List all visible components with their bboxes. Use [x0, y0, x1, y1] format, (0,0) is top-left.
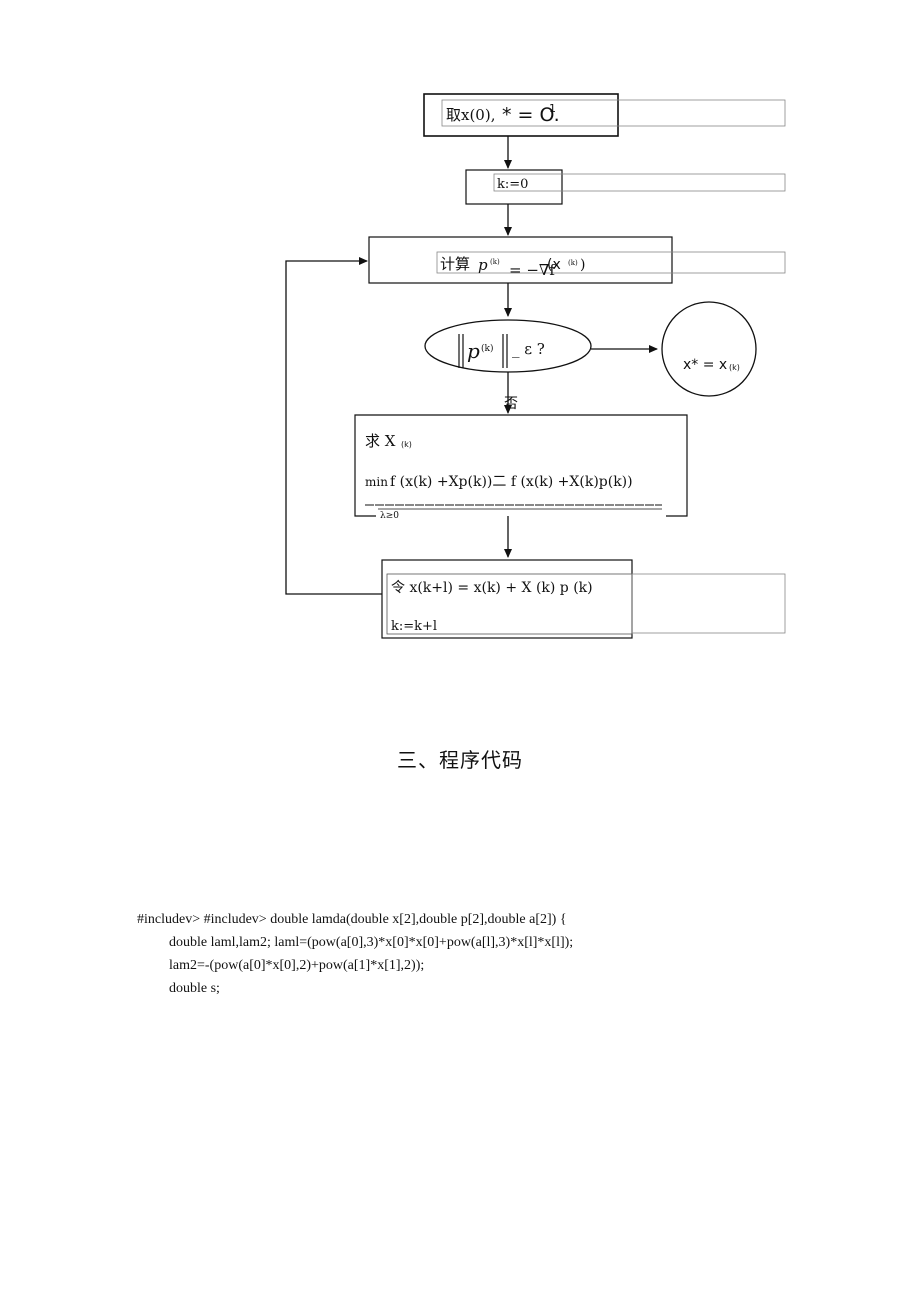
result-circle	[661, 301, 757, 397]
result-label: x* = x	[683, 357, 727, 373]
search-title-sub: (k)	[401, 440, 412, 449]
code-line-1: #includev> #includev> double lamda(doubl…	[137, 912, 567, 927]
compute-eq: = −∇f	[509, 261, 556, 279]
flowchart: 取x(0), * = O. 1 k:=0 计算 p (k) = −∇f (x (…	[285, 93, 786, 639]
loop-back-line	[285, 257, 382, 595]
condition-ellipse	[424, 319, 592, 373]
compute-overlay-box	[436, 251, 786, 274]
code-line-3: lam2=-(pow(a[0]*x[0],2)+pow(a[1]*x[1],2)…	[169, 958, 425, 973]
init-box	[423, 93, 619, 137]
compute-p-sup: (k)	[490, 258, 500, 266]
compute-close: )	[580, 257, 585, 273]
cond-rest: _ ε ?	[512, 340, 545, 358]
cond-p: p	[467, 339, 480, 363]
code-line-4: double s;	[169, 981, 220, 996]
update-overlay-box	[631, 573, 786, 634]
result-label-sub: (k)	[729, 363, 740, 372]
compute-box	[368, 236, 673, 284]
init-overlay-box	[441, 99, 786, 127]
init-label: 取x(0),	[446, 106, 495, 124]
compute-arg: (x	[547, 257, 561, 273]
section-heading: 三、程序代码	[397, 748, 523, 772]
update-k: k:=k+l	[391, 619, 437, 634]
search-min: min	[365, 475, 388, 489]
code-block: #includev> #includev> double lamda(doubl…	[137, 908, 573, 1000]
compute-label: 计算	[440, 255, 470, 273]
k-init-box	[465, 169, 563, 205]
code-line-2: double laml,lam2; laml=(pow(a[0],3)*x[0]…	[169, 935, 574, 950]
search-title: 求 X	[365, 432, 396, 450]
k-init-label: k:=0	[497, 177, 528, 192]
search-expr: f (x(k) +Xp(k))二 f (x(k) +X(k)p(k))	[390, 474, 633, 490]
no-label: 否	[504, 396, 518, 412]
search-constraint: λ≥0	[380, 511, 399, 521]
compute-p: p	[478, 256, 488, 274]
compute-arg-sup: (k)	[568, 259, 578, 267]
search-box	[354, 414, 688, 517]
init-sup: 1	[549, 102, 556, 115]
update-label: 令 x(k+l) = x(k) + X (k) p (k)	[391, 580, 593, 596]
k-init-overlay-box	[493, 173, 786, 192]
cond-p-sup: (k)	[481, 343, 493, 354]
init-eps: * = O.	[502, 104, 560, 126]
